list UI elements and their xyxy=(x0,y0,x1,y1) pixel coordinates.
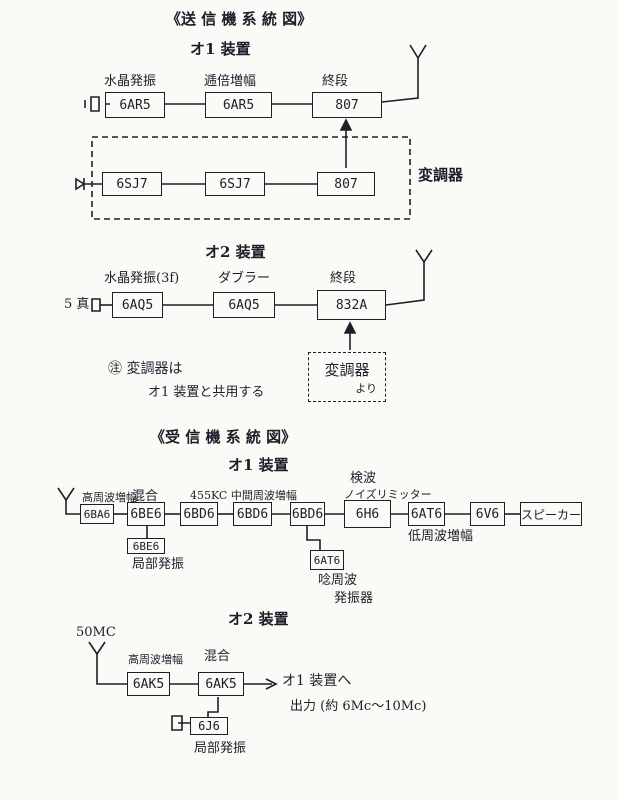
tx2-note-line2: オ1 装置と共用する xyxy=(148,385,265,400)
tx2-label-doubler: ダブラー xyxy=(218,271,271,286)
rx1-label-if-amp: 455KC 中間周波増幅 xyxy=(190,489,297,502)
rx2-label-freq: 50MC xyxy=(76,625,116,640)
rx2-crystal-symbol xyxy=(171,715,190,731)
rx1-label-det: 検波 xyxy=(350,471,377,486)
tx2-heading: オ2 装置 xyxy=(205,243,266,261)
rx1-tube-bfo: 6AT6 xyxy=(310,550,344,570)
rx2-heading: オ2 装置 xyxy=(228,610,289,628)
rx1-tube-if3: 6BD6 xyxy=(290,502,325,526)
rx1-speaker: スピーカー xyxy=(520,502,582,526)
rx1-label-bfo-2: 発振器 xyxy=(334,591,374,606)
rx1-label-mixer: 混合 xyxy=(132,489,159,504)
tx1-label-xtal-osc: 水晶発振 xyxy=(104,74,157,89)
rx1-label-bfo-1: 唸周波 xyxy=(318,573,358,588)
rx2-label-lo: 局部発振 xyxy=(194,741,247,756)
tx2-modulator-ref-box: 変調器 より xyxy=(308,352,386,402)
tx1-heading: オ1 装置 xyxy=(190,40,251,58)
rx1-label-noise-limiter: ノイズリミッター xyxy=(344,488,432,501)
tx2-label-final: 終段 xyxy=(330,271,357,286)
rx1-tube-if1: 6BD6 xyxy=(180,502,218,526)
tx2-antenna-lead xyxy=(385,262,425,306)
rx2-label-mixer: 混合 xyxy=(204,649,231,664)
tx2-note-line1: ㊟ 変調器は xyxy=(108,361,183,377)
rx2-tube-mix: 6AK5 xyxy=(198,672,244,696)
tx1-tube-osc: 6AR5 xyxy=(105,92,165,118)
tx2-tube-doubler: 6AQ5 xyxy=(213,292,275,318)
rx2-antenna-icon xyxy=(88,641,106,656)
rx1-tube-mix: 6BE6 xyxy=(127,502,165,526)
rx1-label-af-amp: 低周波増幅 xyxy=(408,529,474,544)
tx1-tube-mult: 6AR5 xyxy=(205,92,272,118)
rx2-label-out1: オ1 装置へ xyxy=(282,673,352,689)
tx1-antenna-lead xyxy=(381,58,419,103)
tx2-key-symbol xyxy=(91,298,101,312)
rx1-label-lo: 局部発振 xyxy=(132,557,185,572)
tx-title: 《送 信 機 系 統 図》 xyxy=(166,10,313,28)
tx1-tube-mod2: 6SJ7 xyxy=(205,172,265,196)
tx1-tube-mod3: 807 xyxy=(317,172,375,196)
rx2-label-out2: 出力 (約 6Mc〜10Mc) xyxy=(290,699,427,714)
tx2-modulator-ref-label: 変調器 xyxy=(324,360,370,379)
rx1-antenna-icon xyxy=(57,487,75,502)
rx1-tube-rf: 6BA6 xyxy=(80,504,114,524)
tx1-label-mult: 逓倍増幅 xyxy=(204,74,257,89)
tx2-modulator-ref-sub: より xyxy=(355,381,377,395)
tx2-label-key: 5 真 xyxy=(64,297,90,312)
tx1-antenna-icon xyxy=(409,44,427,60)
rx1-tube-af2: 6V6 xyxy=(470,502,505,526)
rx1-tube-af1: 6AT6 xyxy=(408,502,445,526)
tx2-tube-final: 832A xyxy=(317,290,386,320)
rx2-label-rf-amp: 高周波増幅 xyxy=(128,653,183,666)
rx-title: 《受 信 機 系 統 図》 xyxy=(150,428,297,446)
rx1-tube-det: 6H6 xyxy=(344,500,391,528)
rx2-tube-rf: 6AK5 xyxy=(127,672,170,696)
rx2-tube-lo: 6J6 xyxy=(190,717,228,735)
tx2-label-xtal-osc: 水晶発振(3f) xyxy=(104,271,180,286)
rx1-tube-lo: 6BE6 xyxy=(127,538,165,554)
tx1-tube-mod1: 6SJ7 xyxy=(102,172,162,196)
tx1-tube-final: 807 xyxy=(312,92,382,118)
rx1-tube-if2: 6BD6 xyxy=(233,502,272,526)
tx2-tube-osc: 6AQ5 xyxy=(112,292,163,318)
rx1-heading: オ1 装置 xyxy=(228,456,289,474)
tx2-antenna-icon xyxy=(415,249,433,264)
rx1-label-rf-amp: 高周波増幅 xyxy=(82,491,137,504)
tx1-label-final: 終段 xyxy=(322,74,349,89)
tx1-label-modulator: 変調器 xyxy=(418,166,464,184)
tx1-mic-icon xyxy=(75,177,86,191)
